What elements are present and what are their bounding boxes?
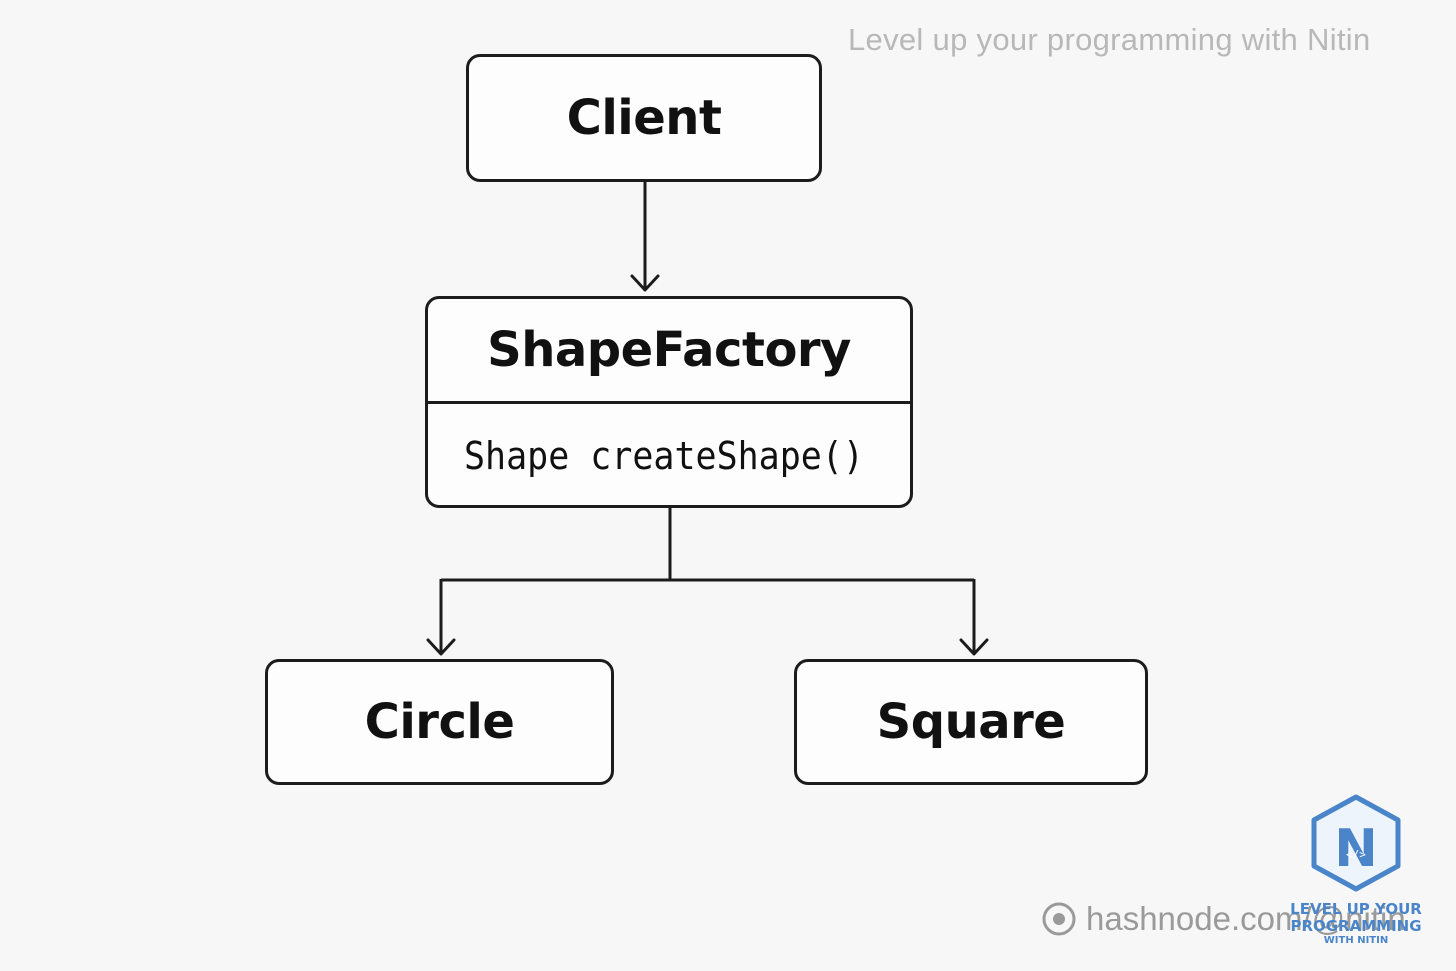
shape-factory-node: ShapeFactory Shape createShape() bbox=[425, 296, 913, 508]
logo-letter: N bbox=[1334, 819, 1378, 879]
shape-factory-label: ShapeFactory bbox=[487, 322, 851, 378]
source-credit: hashnode.com/@nitin bbox=[1042, 900, 1406, 938]
logo-code-glyph: </> bbox=[1346, 848, 1366, 861]
client-label: Client bbox=[566, 90, 722, 146]
nitin-logo-icon: N </> bbox=[1311, 794, 1401, 892]
logo-caption-line-3: WITH NITIN bbox=[1323, 935, 1389, 946]
shape-factory-header: ShapeFactory bbox=[428, 299, 910, 404]
create-shape-method: Shape createShape() bbox=[464, 434, 864, 478]
client-node: Client bbox=[466, 54, 822, 182]
logo-caption-line-2: PROGRAMMING bbox=[1290, 917, 1422, 935]
shape-factory-methods: Shape createShape() bbox=[428, 404, 910, 508]
watermark-text: Level up your programming with Nitin bbox=[848, 22, 1371, 57]
arrowhead-factory bbox=[630, 274, 660, 292]
square-node: Square bbox=[794, 659, 1148, 785]
arrowhead-square bbox=[959, 638, 989, 656]
circle-label: Circle bbox=[364, 694, 515, 750]
circle-node: Circle bbox=[265, 659, 614, 785]
logo-caption-line-1: LEVEL UP YOUR bbox=[1290, 900, 1422, 918]
source-url: hashnode.com/@nitin bbox=[1086, 900, 1406, 937]
square-label: Square bbox=[876, 694, 1066, 750]
hashnode-icon bbox=[1042, 902, 1076, 936]
arrowhead-circle bbox=[426, 638, 456, 656]
